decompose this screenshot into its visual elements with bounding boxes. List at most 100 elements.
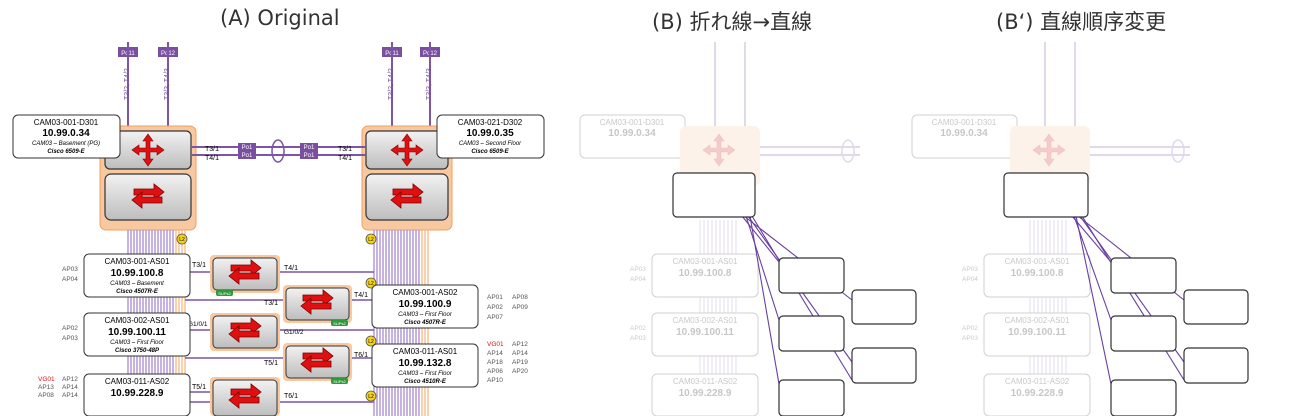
b-access-box-5	[778, 379, 845, 416]
link-t41: T4/1	[284, 265, 298, 272]
core-port-t31-left: T3/1	[205, 146, 219, 153]
svg-text:AP13: AP13	[38, 384, 54, 391]
svg-text:VG01: VG01	[38, 376, 55, 383]
svg-text:AP09: AP09	[512, 304, 528, 311]
link-g102: G1/0/2	[284, 329, 304, 336]
panel-b-straight-lines	[672, 172, 917, 416]
svg-text:L2: L2	[368, 281, 374, 287]
access-switch-1: SUPs2	[210, 255, 280, 296]
svg-text:L2: L2	[368, 339, 374, 345]
link-t41-b: T4/1	[354, 292, 368, 299]
svg-text:AP14: AP14	[487, 350, 503, 357]
svg-text:CAM03-001-AS01: CAM03-001-AS01	[105, 257, 170, 266]
ap-labels: AP03 AP04 AP02 AP03 VG01 AP13 AP08 AP12 …	[38, 266, 528, 399]
svg-text:AP02: AP02	[962, 325, 978, 332]
svg-text:10.99.100.8: 10.99.100.8	[111, 268, 164, 279]
svg-text:AP04: AP04	[630, 276, 646, 283]
link-g101: G1/0/1	[188, 321, 208, 328]
svg-text:10.99.0.34: 10.99.0.34	[940, 128, 988, 139]
svg-text:AP03: AP03	[962, 266, 978, 273]
d302-ip: 10.99.0.35	[466, 128, 514, 139]
svg-text:CAM03-011-AS01: CAM03-011-AS01	[393, 347, 458, 356]
svg-text:10.99.228.9: 10.99.228.9	[679, 388, 732, 399]
svg-text:AP10: AP10	[487, 377, 503, 384]
b-core-box	[672, 172, 756, 218]
panel-title-b: (B) 折れ線→直線	[652, 10, 813, 34]
link-t61-b: T6/1	[284, 393, 298, 400]
access-label-as02-first: CAM03-002-AS01 10.99.100.11 CAM03 – Firs…	[83, 312, 191, 357]
d301-desc: CAM03 – Basement (PG)	[32, 141, 100, 147]
panel-title-b2: (B‘) 直線順序変更	[996, 10, 1167, 34]
uplink-label-b: T3/3, T4/3	[164, 68, 171, 100]
core-port-t31-right: T3/1	[338, 146, 352, 153]
svg-text:CAM03 – Basement: CAM03 – Basement	[110, 281, 164, 287]
svg-text:AP12: AP12	[62, 376, 78, 383]
svg-text:AP03: AP03	[630, 335, 646, 342]
svg-text:CAM03-002-AS01: CAM03-002-AS01	[1005, 316, 1070, 325]
panel-b-faded-background: CAM03-001-D301 10.99.0.34 CAM03-001-AS01…	[579, 42, 860, 416]
svg-text:10.99.100.8: 10.99.100.8	[679, 268, 732, 279]
svg-text:CAM03-011-AS02: CAM03-011-AS02	[105, 377, 170, 386]
b-access-box-4	[851, 347, 917, 384]
svg-text:10.99.0.34: 10.99.0.34	[608, 128, 656, 139]
svg-text:CAM03-011-AS02: CAM03-011-AS02	[1005, 377, 1070, 386]
svg-text:CAM03-001-D301: CAM03-001-D301	[932, 118, 997, 127]
po1-b2: Po1	[304, 153, 315, 159]
svg-text:CAM03-001-AS01: CAM03-001-AS01	[1005, 257, 1070, 266]
svg-text:CAM03 – First Floor: CAM03 – First Floor	[110, 340, 165, 346]
svg-text:CAM03-002-AS01: CAM03-002-AS01	[105, 316, 170, 325]
b-access-box-3	[778, 315, 845, 352]
svg-text:SUPs2: SUPs2	[333, 321, 346, 326]
uplink-label-a-right: T3/2, T4/2	[388, 68, 395, 100]
svg-text:AP20: AP20	[512, 368, 528, 375]
b2-access-box-1	[1110, 257, 1177, 294]
svg-text:SUPs2: SUPs2	[333, 379, 346, 384]
svg-text:10.99.100.9: 10.99.100.9	[399, 299, 452, 310]
access-switch-3	[210, 313, 280, 351]
svg-text:AP08: AP08	[38, 392, 54, 399]
link-t61: T6/1	[354, 352, 368, 359]
access-switch-4: SUPs2	[283, 343, 352, 384]
svg-text:L2: L2	[179, 237, 185, 243]
core-d302-label	[436, 114, 545, 159]
svg-text:AP04: AP04	[962, 276, 978, 283]
svg-text:10.99.132.8: 10.99.132.8	[399, 358, 452, 369]
b2-access-box-3	[1110, 315, 1177, 352]
svg-text:10.99.100.11: 10.99.100.11	[1008, 327, 1066, 338]
po1-b1: Po1	[304, 145, 315, 151]
svg-text:CAM03-002-AS01: CAM03-002-AS01	[673, 316, 738, 325]
svg-text:SUPs2: SUPs2	[218, 291, 231, 296]
d302-desc: CAM03 – Second Floor	[459, 141, 522, 147]
svg-text:AP18: AP18	[487, 359, 503, 366]
svg-text:AP02: AP02	[630, 325, 646, 332]
access-label-as01: CAM03-001-AS01 10.99.100.8 CAM03 – Basem…	[83, 253, 191, 298]
access-label-as11-left: CAM03-011-AS02 10.99.228.9	[83, 373, 191, 416]
d301-ip: 10.99.0.34	[42, 128, 90, 139]
svg-text:10.99.100.11: 10.99.100.11	[676, 327, 734, 338]
svg-text:CAM03 – First Floor: CAM03 – First Floor	[398, 312, 453, 318]
link-t51-b: T5/1	[192, 384, 206, 391]
svg-text:VG01: VG01	[487, 341, 504, 348]
access-label-as11-right: CAM03-011-AS01 10.99.132.8 CAM03 – First…	[371, 343, 479, 388]
b2-core-box	[1003, 172, 1089, 218]
access-label-as02-right: CAM03-001-AS02 10.99.100.9 CAM03 – First…	[371, 284, 479, 329]
svg-text:AP03: AP03	[630, 266, 646, 273]
svg-text:AP19: AP19	[512, 359, 528, 366]
panel-a: Po11 Po12 T3/2, T4/2 T3/3, T4/3 Po11 Po1…	[12, 42, 545, 416]
d301-model: Cisco 6509-E	[47, 149, 85, 155]
svg-text:AP02: AP02	[62, 325, 78, 332]
access-switch-5	[210, 377, 280, 416]
b2-access-box-4	[1183, 347, 1249, 384]
svg-text:AP03: AP03	[62, 266, 78, 273]
panel-b2-reordered-lines	[1003, 172, 1249, 416]
svg-text:CAM03-001-D301: CAM03-001-D301	[600, 118, 665, 127]
panel-title-a: (A) Original	[220, 6, 340, 30]
svg-text:AP07: AP07	[487, 314, 503, 321]
svg-text:10.99.100.11: 10.99.100.11	[108, 327, 166, 338]
link-t31-b: T3/1	[264, 300, 278, 307]
core-d301-label	[12, 114, 121, 159]
svg-text:10.99.228.9: 10.99.228.9	[1011, 388, 1064, 399]
svg-text:AP08: AP08	[512, 294, 528, 301]
link-t51: T5/1	[264, 360, 278, 367]
